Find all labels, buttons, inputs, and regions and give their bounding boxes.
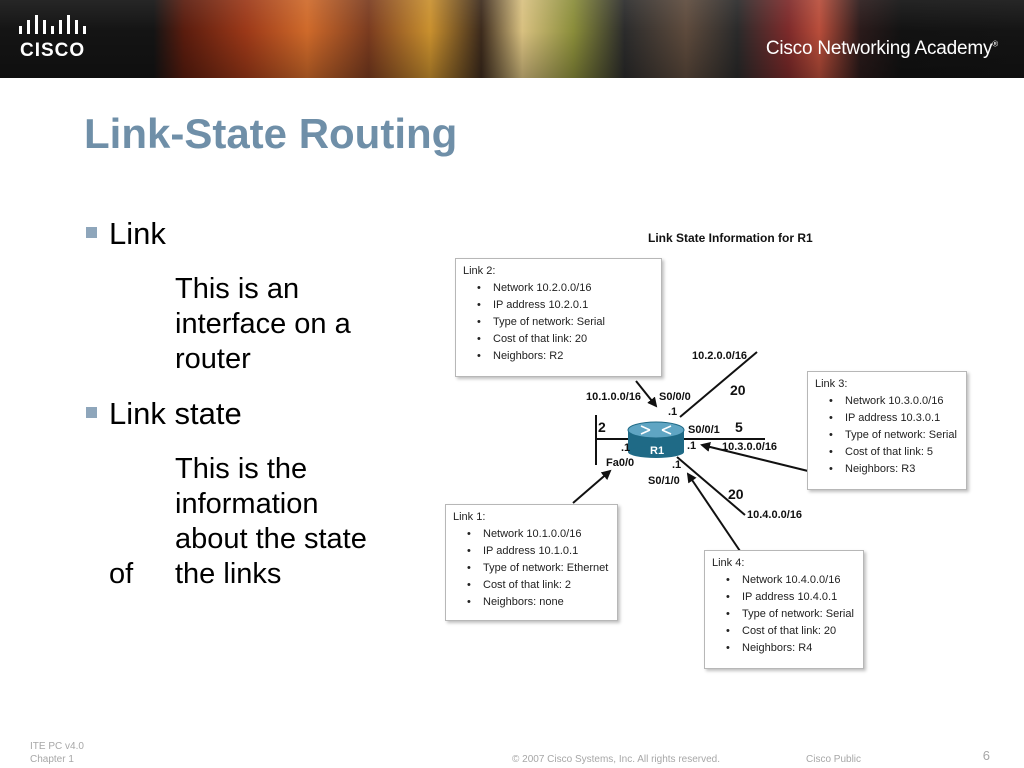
- registered-mark: ®: [992, 39, 998, 49]
- bullet-square-icon: [86, 227, 97, 238]
- link-heading: Link 4:: [712, 557, 745, 569]
- link3-arrow: [700, 442, 809, 472]
- banner-photo-strip: [0, 0, 1024, 78]
- interface-label-s001: S0/0/1: [688, 424, 720, 436]
- cost-label-link3: 5: [735, 419, 743, 435]
- link1-arrow: [572, 469, 612, 504]
- link-detail: Network 10.4.0.0/16: [726, 572, 856, 589]
- link-detail: Cost of that link: 2: [467, 577, 610, 594]
- link-details: Network 10.4.0.0/16 IP address 10.4.0.1 …: [712, 572, 856, 657]
- bullet-link: Link: [86, 216, 166, 252]
- description-line: information: [175, 488, 319, 520]
- footer-course: ITE PC v4.0: [30, 741, 84, 752]
- link-detail: IP address 10.3.0.1: [829, 410, 959, 427]
- link-detail: Type of network: Ethernet: [467, 560, 610, 577]
- network-label-link2: 10.2.0.0/16: [692, 350, 748, 362]
- link-detail: IP address 10.1.0.1: [467, 543, 610, 560]
- link-detail: Type of network: Serial: [726, 606, 856, 623]
- networking-academy-brand: Cisco Networking Academy®: [766, 38, 998, 60]
- slide-title: Link-State Routing: [84, 110, 458, 157]
- link-details: Network 10.1.0.0/16 IP address 10.1.0.1 …: [453, 526, 610, 611]
- footer-chapter: Chapter 1: [30, 754, 74, 765]
- link-detail: Network 10.3.0.0/16: [829, 393, 959, 410]
- link-heading: Link 1:: [453, 511, 486, 523]
- link4-arrow: [686, 472, 741, 552]
- page-number: 6: [982, 748, 990, 763]
- link-detail: Type of network: Serial: [477, 314, 654, 331]
- description-line: interface on a: [175, 308, 351, 340]
- bullet-link-state: Link state: [86, 396, 242, 432]
- ip-suffix-fa00: .1: [621, 442, 631, 454]
- link4-segment: [676, 456, 746, 516]
- link-heading: Link 3:: [815, 378, 848, 390]
- link-detail: Network 10.1.0.0/16: [467, 526, 610, 543]
- link-detail: Type of network: Serial: [829, 427, 959, 444]
- link2-arrow: [635, 380, 658, 408]
- router-icon: [627, 421, 685, 458]
- cost-label-link1: 2: [598, 419, 606, 435]
- header-banner: CISCO Cisco Networking Academy®: [0, 0, 1024, 78]
- cost-label-link2: 20: [730, 382, 746, 398]
- cost-label-link4: 20: [728, 486, 744, 502]
- link-state-diagram: Link State Information for R1: [440, 225, 1000, 675]
- description-hanging-word: of: [109, 558, 134, 590]
- link-detail: Cost of that link: 20: [477, 331, 654, 348]
- link-detail: Neighbors: none: [467, 594, 610, 611]
- interface-label-s000: S0/0/0: [659, 391, 691, 403]
- description-line: This is the: [175, 453, 308, 485]
- cisco-logo: CISCO: [18, 14, 128, 64]
- link3-info-box: Link 3: Network 10.3.0.0/16 IP address 1…: [807, 371, 967, 490]
- link-detail: IP address 10.2.0.1: [477, 297, 654, 314]
- link-detail: Network 10.2.0.0/16: [477, 280, 654, 297]
- link-detail: Neighbors: R4: [726, 640, 856, 657]
- bullet-link-state-description: This is the information about the state …: [175, 452, 367, 592]
- link4-info-box: Link 4: Network 10.4.0.0/16 IP address 1…: [704, 550, 864, 669]
- cisco-bars-icon: [19, 15, 86, 34]
- footer-copyright: © 2007 Cisco Systems, Inc. All rights re…: [512, 754, 721, 765]
- link2-segment: [679, 351, 758, 418]
- ip-suffix-s010: .1: [672, 459, 682, 471]
- description-line: router: [175, 343, 251, 375]
- bullet-link-description: This is an interface on a router: [175, 272, 351, 377]
- bullet-term: Link: [109, 216, 166, 251]
- ip-suffix-s000: .1: [668, 406, 678, 418]
- cisco-logo-text: CISCO: [20, 40, 86, 61]
- link-details: Network 10.2.0.0/16 IP address 10.2.0.1 …: [463, 280, 654, 365]
- link2-info-box: Link 2: Network 10.2.0.0/16 IP address 1…: [455, 258, 662, 377]
- interface-label-s010: S0/1/0: [648, 475, 680, 487]
- description-line: about the state: [175, 523, 367, 555]
- network-label-link3: 10.3.0.0/16: [722, 441, 778, 453]
- bullet-square-icon: [86, 407, 97, 418]
- link-detail: Cost of that link: 5: [829, 444, 959, 461]
- link-detail: IP address 10.4.0.1: [726, 589, 856, 606]
- diagram-connections: [572, 351, 809, 552]
- diagram-title: Link State Information for R1: [648, 231, 813, 245]
- link-heading: Link 2:: [463, 265, 496, 277]
- academy-name: Cisco Networking Academy: [765, 38, 993, 59]
- link-details: Network 10.3.0.0/16 IP address 10.3.0.1 …: [815, 393, 959, 478]
- link-detail: Neighbors: R2: [477, 348, 654, 365]
- network-label-link4: 10.4.0.0/16: [747, 509, 803, 521]
- network-label-link1: 10.1.0.0/16: [586, 391, 642, 403]
- bullet-term: Link state: [109, 396, 242, 431]
- link-detail: Cost of that link: 20: [726, 623, 856, 640]
- description-line: the links: [175, 558, 282, 590]
- footer-classification: Cisco Public: [806, 754, 862, 765]
- link-detail: Neighbors: R3: [829, 461, 959, 478]
- link1-info-box: Link 1: Network 10.1.0.0/16 IP address 1…: [445, 504, 618, 621]
- router-label: R1: [650, 445, 665, 457]
- description-line: This is an: [175, 273, 300, 305]
- ip-suffix-s001: .1: [687, 440, 697, 452]
- interface-label-fa00: Fa0/0: [606, 457, 635, 469]
